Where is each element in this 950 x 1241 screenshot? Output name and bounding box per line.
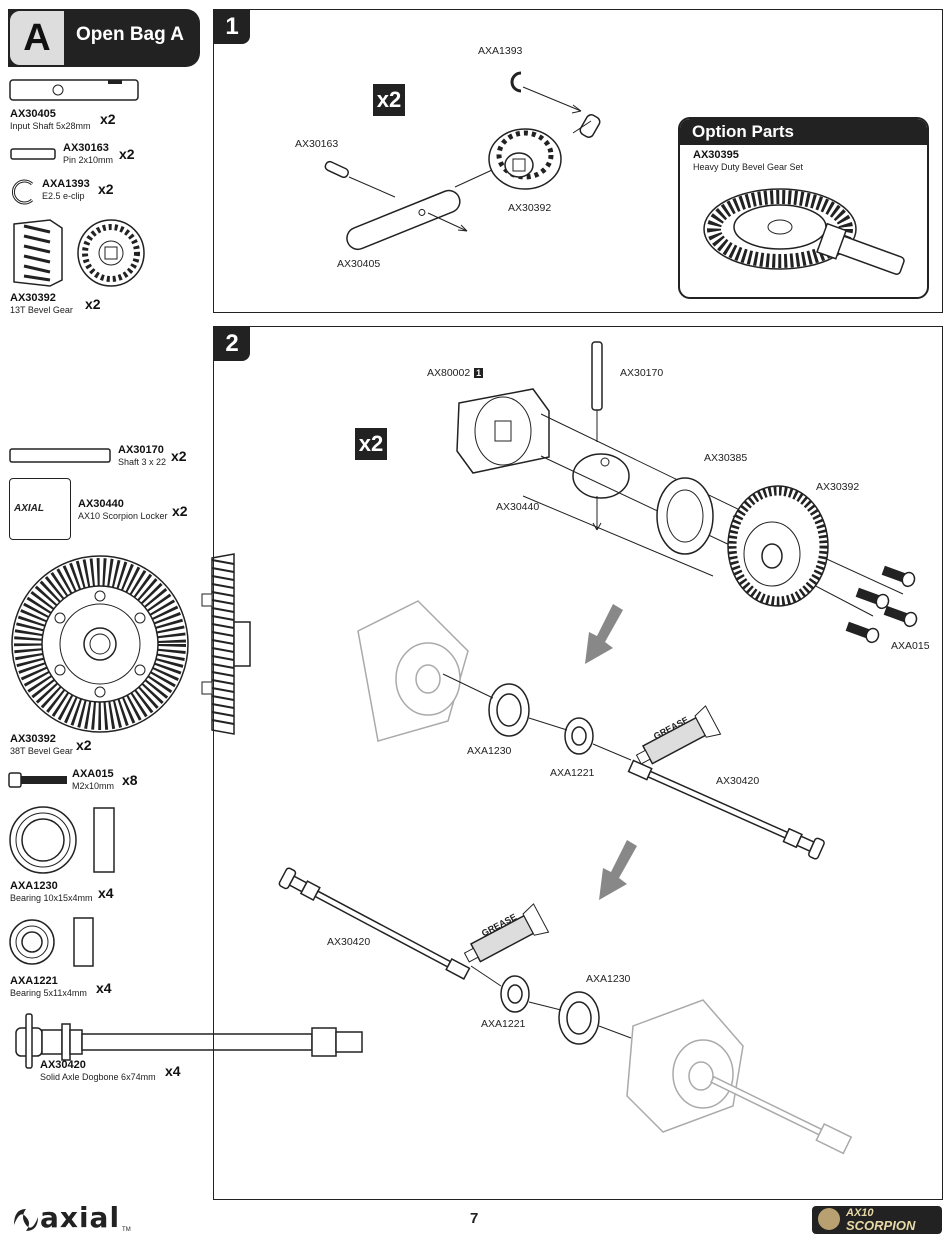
part-code: AX30170 xyxy=(118,444,164,456)
part-qty: x8 xyxy=(122,772,138,788)
part-qty: x4 xyxy=(96,980,112,996)
part-qty: x2 xyxy=(119,146,135,162)
part-qty: x2 xyxy=(171,448,187,464)
option-parts-header: Option Parts xyxy=(680,119,927,145)
callout-plate: AX30385 xyxy=(704,452,748,464)
shaft-illustration xyxy=(9,448,111,463)
part-qty: x4 xyxy=(98,885,114,901)
screw-illustration xyxy=(8,772,67,788)
eclip-illustration xyxy=(12,179,34,205)
part-desc: Bearing 10x15x4mm xyxy=(10,893,93,903)
step-2-diagram-top xyxy=(278,341,918,1155)
38t-bevel-gear-side-illustration xyxy=(201,553,251,735)
part-code: AX30405 xyxy=(10,108,56,120)
38t-bevel-gear-front-illustration xyxy=(11,555,189,733)
pin-illustration xyxy=(10,148,56,160)
scorpion-logo-line1: AX10 xyxy=(846,1207,874,1219)
heavy-duty-gear-set-illustration xyxy=(703,188,905,275)
step-2-panel xyxy=(213,326,943,1200)
axial-logo-mark xyxy=(14,1209,38,1231)
step-2-multiplier: x2 xyxy=(355,428,387,460)
part-desc: Pin 2x10mm xyxy=(63,155,114,165)
part-desc: Solid Axle Dogbone 6x74mm xyxy=(40,1072,156,1082)
part-code: AX30392 xyxy=(10,733,56,745)
axial-logo-text: axial xyxy=(40,1201,121,1234)
option-parts-box: Option Parts AX30395 Heavy Duty Bevel Ge… xyxy=(678,117,929,299)
callout-shaft: AX30170 xyxy=(620,367,664,379)
callout-ring-gear: AX30392 xyxy=(816,481,860,493)
callout-bearing-big-a: AXA1230 xyxy=(467,745,512,757)
option-part-desc: Heavy Duty Bevel Gear Set xyxy=(693,162,804,172)
callout-bevel-gear: AX30392 xyxy=(508,202,552,214)
callout-input-shaft: AX30405 xyxy=(337,258,381,270)
part-code: AXA1230 xyxy=(10,880,58,892)
bearing-large-illustration xyxy=(9,806,115,874)
locker-logo: AXIAL xyxy=(14,503,44,514)
part-qty: x2 xyxy=(85,296,101,312)
page-number: 7 xyxy=(470,1210,479,1227)
part-desc: AX10 Scorpion Locker xyxy=(78,511,168,521)
part-code: AXA1221 xyxy=(10,975,58,987)
part-desc: 38T Bevel Gear xyxy=(10,746,73,756)
callout-bearing-small-b: AXA1221 xyxy=(481,1018,526,1030)
callout-bearing-small-a: AXA1221 xyxy=(550,767,595,779)
callout-diff-case-badge: 1 xyxy=(474,368,484,378)
callout-dogbone-b: AX30420 xyxy=(327,936,371,948)
callout-eclip: AXA1393 xyxy=(478,45,523,57)
callout-bearing-big-b: AXA1230 xyxy=(586,973,631,985)
part-qty: x2 xyxy=(100,111,116,127)
13t-bevel-gear-side-illustration xyxy=(13,219,63,287)
part-code: AXA1393 xyxy=(42,178,90,190)
axial-logo-tm: TM xyxy=(122,1227,131,1233)
scorpion-emblem-icon xyxy=(818,1208,840,1230)
part-code: AXA015 xyxy=(72,768,114,780)
part-qty: x2 xyxy=(98,181,114,197)
part-qty: x2 xyxy=(76,737,92,753)
part-desc: E2.5 e-clip xyxy=(42,191,85,201)
bearing-small-illustration xyxy=(9,917,94,967)
scorpion-logo: AX10 SCORPION xyxy=(812,1206,942,1234)
step-1-number: 1 xyxy=(214,10,250,44)
part-desc: 13T Bevel Gear xyxy=(10,305,73,315)
part-desc: Bearing 5x11x4mm xyxy=(10,988,87,998)
part-qty: x2 xyxy=(172,503,188,519)
step-1-multiplier: x2 xyxy=(373,84,405,116)
option-part-code: AX30395 xyxy=(693,149,739,161)
part-desc: M2x10mm xyxy=(72,781,115,791)
13t-bevel-gear-front-illustration xyxy=(77,219,145,287)
step-1-panel xyxy=(213,9,943,313)
callout-screws: AXA015 xyxy=(891,640,930,652)
input-shaft-illustration xyxy=(9,79,139,101)
part-code: AX30392 xyxy=(10,292,56,304)
part-code: AX30420 xyxy=(40,1059,86,1071)
part-qty: x4 xyxy=(165,1063,181,1079)
part-desc: Shaft 3 x 22 xyxy=(118,457,167,467)
part-code: AX30440 xyxy=(78,498,124,510)
locker-illustration: AXIAL xyxy=(9,478,71,540)
callout-diff-case: AX80002 1 xyxy=(427,367,484,379)
step-1-diagram xyxy=(324,71,601,251)
part-desc: Input Shaft 5x28mm xyxy=(10,121,91,131)
bag-title: Open Bag A xyxy=(76,24,185,45)
callout-diff-case-code: AX80002 xyxy=(427,367,471,379)
bag-letter: A xyxy=(8,9,66,67)
step-2-number: 2 xyxy=(214,327,250,361)
axial-logo: axial TM xyxy=(10,1203,131,1233)
callout-locker: AX30440 xyxy=(496,501,540,513)
scorpion-logo-line2: SCORPION xyxy=(846,1218,916,1233)
callout-dogbone-a: AX30420 xyxy=(716,775,760,787)
dogbone-illustration xyxy=(15,1013,363,1069)
callout-pin: AX30163 xyxy=(295,138,339,150)
part-code: AX30163 xyxy=(63,142,109,154)
